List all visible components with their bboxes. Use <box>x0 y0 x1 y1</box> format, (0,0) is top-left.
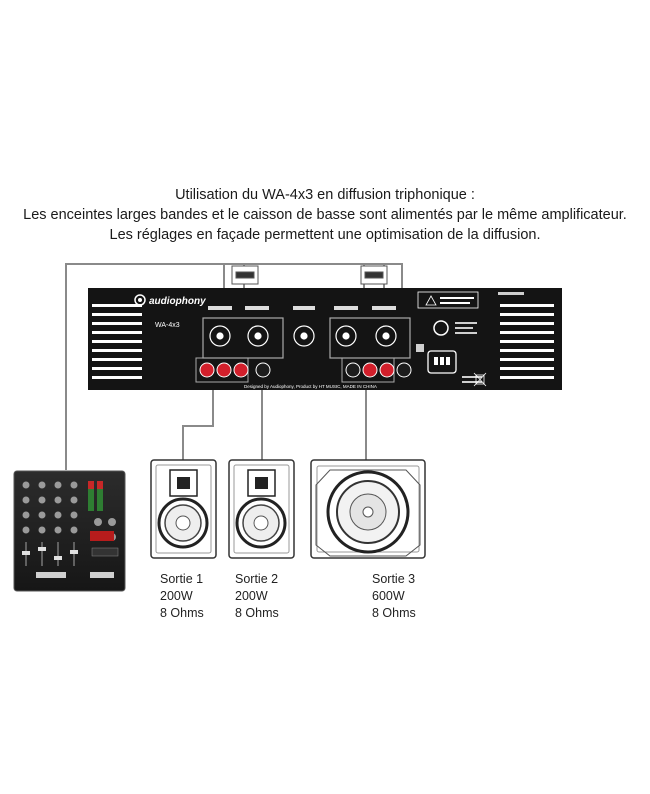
speaker-cable-1 <box>182 382 214 470</box>
amplifier-rear-panel: audiophony WA-4x3 <box>88 288 562 390</box>
speaker-1 <box>150 459 217 559</box>
amp-brand: audiophony <box>149 296 206 307</box>
output-1-label: Sortie 1 200W 8 Ohms <box>160 571 204 622</box>
right-vent-grille <box>500 304 554 379</box>
xlr-input-center <box>293 325 315 347</box>
left-vent-grille <box>92 304 142 379</box>
speaker-terminals-right <box>341 357 412 383</box>
subwoofer-speaker <box>310 459 426 559</box>
output-1-impedance: 8 Ohms <box>160 606 204 620</box>
connector-labels <box>208 306 396 310</box>
output-3-power: 600W <box>372 589 405 603</box>
xlr-input-b <box>329 317 411 359</box>
power-inlet-icon <box>427 350 457 374</box>
speaker-terminals-left <box>195 357 271 383</box>
dip-switch-left <box>231 265 259 285</box>
output-3-name: Sortie 3 <box>372 572 416 586</box>
output-2-impedance: 8 Ohms <box>235 606 279 620</box>
dip-switch-right <box>360 265 388 285</box>
amp-footer-text: Designed by Audiophony, Product by HT MU… <box>244 384 377 389</box>
speaker-2 <box>228 459 295 559</box>
output-2-power: 200W <box>235 589 268 603</box>
amp-model: WA-4x3 <box>155 322 180 329</box>
warning-label <box>417 291 479 309</box>
mixer-device <box>13 470 126 592</box>
output-2-label: Sortie 2 200W 8 Ohms <box>235 571 279 622</box>
weee-bin-icon <box>473 372 487 387</box>
spec-text-blocks <box>416 292 524 383</box>
audiophony-logo-icon <box>134 294 146 306</box>
output-1-power: 200W <box>160 589 193 603</box>
output-3-impedance: 8 Ohms <box>372 606 416 620</box>
output-2-name: Sortie 2 <box>235 572 279 586</box>
caption-line-2: Les enceintes larges bandes et le caisso… <box>23 207 627 223</box>
fuse-holder-icon <box>433 320 449 336</box>
caption-line-1: Utilisation du WA-4x3 en diffusion triph… <box>175 187 475 203</box>
output-3-label: Sortie 3 600W 8 Ohms <box>372 571 416 622</box>
output-1-name: Sortie 1 <box>160 572 204 586</box>
caption-line-3: Les réglages en façade permettent une op… <box>109 227 541 243</box>
